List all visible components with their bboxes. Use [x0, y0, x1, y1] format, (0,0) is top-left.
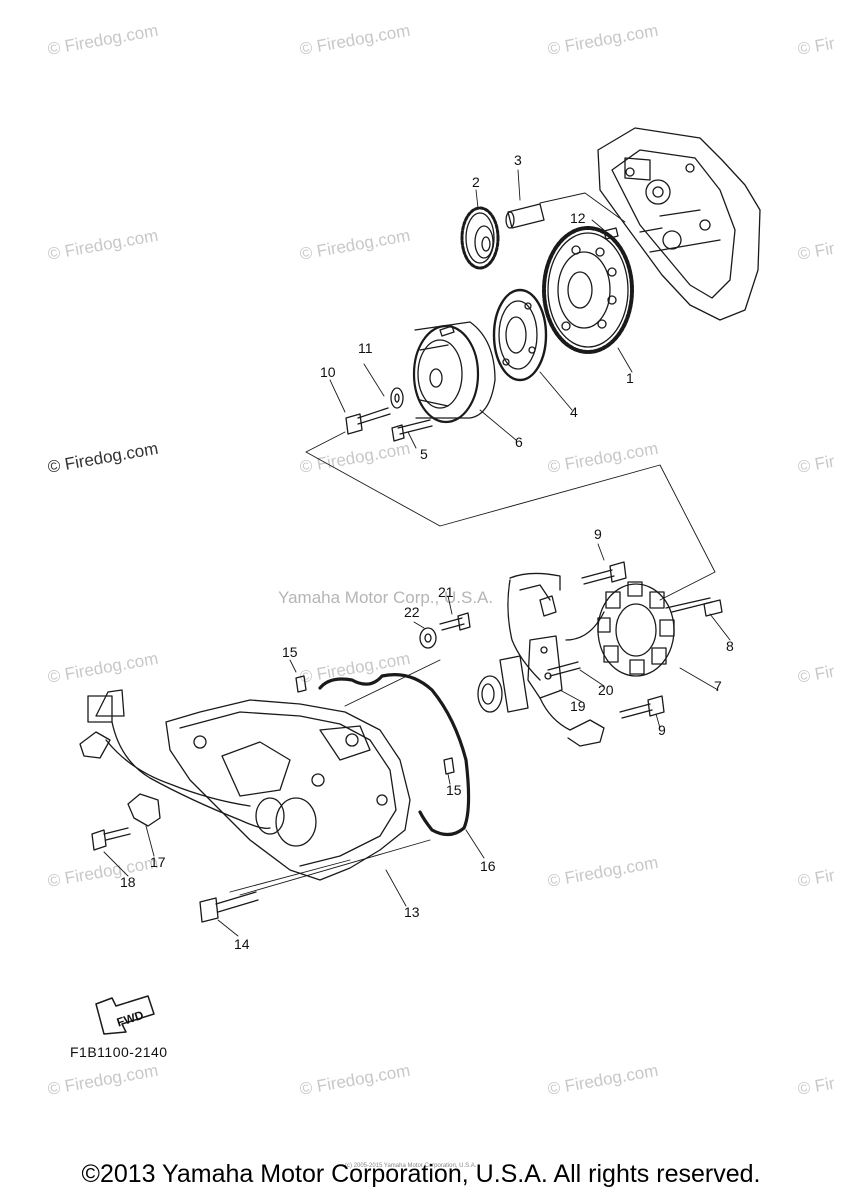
callout-2: 2 — [472, 174, 480, 190]
gasket-part — [318, 673, 471, 837]
copyright-notice: ©2013 Yamaha Motor Corporation, U.S.A. A… — [81, 1160, 761, 1188]
crankcase-part — [597, 127, 761, 321]
cover-bolt-part — [419, 612, 471, 649]
shaft-part — [505, 203, 545, 229]
callout-9-upper: 9 — [594, 526, 602, 542]
clamp-bolt-part — [91, 827, 131, 851]
dowel-pin-part — [603, 227, 619, 240]
callout-15-lower: 15 — [446, 782, 462, 798]
callout-10: 10 — [320, 364, 336, 380]
starter-wheel-gear-part — [542, 226, 634, 354]
callout-15-upper: 15 — [282, 644, 298, 660]
callout-3: 3 — [514, 152, 522, 168]
callout-20: 20 — [598, 682, 614, 698]
crankcase-cover-part — [165, 699, 411, 881]
callout-16: 16 — [480, 858, 496, 874]
rotor-part — [412, 321, 496, 424]
callout-14: 14 — [234, 936, 250, 952]
stator-part — [597, 581, 723, 677]
callout-18: 18 — [120, 874, 136, 890]
callout-8: 8 — [726, 638, 734, 654]
fwd-label: FWD — [115, 1008, 146, 1030]
figure-code: F1B1100-2140 — [70, 1044, 168, 1060]
bolt-part — [345, 407, 433, 442]
callout-9-lower: 9 — [658, 722, 666, 738]
callout-17: 17 — [150, 854, 166, 870]
callout-13: 13 — [404, 904, 420, 920]
callout-11: 11 — [358, 340, 373, 356]
idler-gear-part — [460, 206, 500, 270]
washer-part — [390, 387, 404, 409]
callout-19: 19 — [570, 698, 586, 714]
reference-lines — [229, 192, 716, 896]
callout-6: 6 — [515, 434, 523, 450]
pickup-coil-part — [527, 635, 605, 747]
callout-4: 4 — [570, 404, 578, 420]
clamp-part — [127, 793, 161, 827]
callout-22: 22 — [404, 604, 420, 620]
long-bolt-part — [199, 891, 259, 923]
stator-wire-part — [507, 572, 605, 681]
fine-print: (c) 2005-2015 Yamaha Motor Corporation, … — [345, 1163, 477, 1169]
callout-5: 5 — [420, 446, 428, 462]
one-way-clutch-part — [492, 288, 548, 382]
callout-7: 7 — [714, 678, 722, 694]
fwd-arrow-icon: FWD — [95, 995, 155, 1035]
oil-seal-part — [477, 655, 529, 713]
callout-12: 12 — [570, 210, 586, 226]
yamaha-watermark: Yamaha Motor Corp., U.S.A. — [278, 588, 494, 607]
wire-harness-part — [79, 689, 271, 829]
callout-1: 1 — [626, 370, 634, 386]
dowel-part — [295, 675, 455, 775]
callout-21: 21 — [438, 584, 454, 600]
leader-lines — [103, 169, 731, 937]
stator-bolt-part — [581, 561, 665, 719]
